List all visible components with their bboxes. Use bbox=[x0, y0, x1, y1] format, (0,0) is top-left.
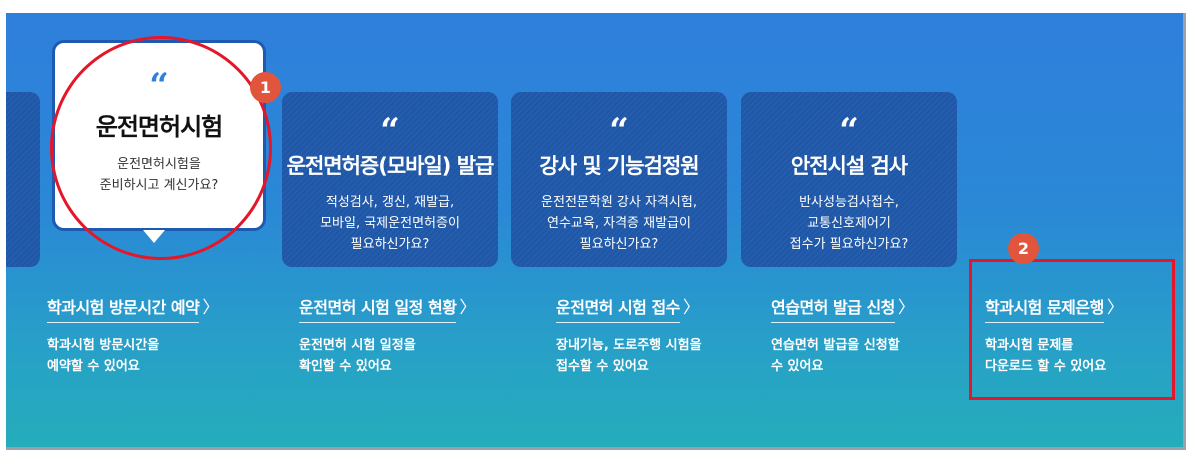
chevron-right-icon: 〉 bbox=[459, 298, 476, 318]
service-panel: “ 운전면허시험 운전면허시험을 준비하시고 계신가요? 1 “ 운전면허증(모… bbox=[6, 13, 1186, 450]
card-description: 운전전문학원 강사 자격시험, 연수교육, 자격증 재발급이 필요하신가요? bbox=[541, 195, 697, 252]
quote-icon: “ bbox=[149, 66, 169, 106]
chevron-right-icon: 〉 bbox=[897, 298, 915, 318]
link-description: 학과시험 방문시간을 예약할 수 있어요 bbox=[47, 338, 160, 374]
speech-bubble-tail bbox=[143, 230, 165, 243]
quote-icon: “ bbox=[609, 111, 629, 151]
card-title: 안전시설 검사 bbox=[790, 154, 908, 178]
quote-icon: “ bbox=[839, 111, 859, 151]
link-label: 운전면허 시험 일정 현황 bbox=[299, 298, 457, 323]
card-driving-license-exam[interactable]: “ 운전면허시험 운전면허시험을 준비하시고 계신가요? bbox=[52, 40, 266, 231]
link-learner-permit-application[interactable]: 연습면허 발급 신청〉 bbox=[771, 293, 915, 323]
highlight-box bbox=[969, 259, 1175, 400]
link-description: 장내기능, 도로주행 시험을 접수할 수 있어요 bbox=[556, 338, 702, 374]
link-description: 운전면허 시험 일정을 확인할 수 있어요 bbox=[299, 338, 416, 374]
card-title: 운전면허증(모바일) 발급 bbox=[286, 154, 495, 178]
card-description: 반사성능검사접수, 교통신호제어기 접수가 필요하신가요? bbox=[789, 195, 909, 252]
link-exam-schedule[interactable]: 운전면허 시험 일정 현황〉 bbox=[299, 293, 476, 323]
chevron-right-icon: 〉 bbox=[682, 298, 700, 318]
link-exam-registration[interactable]: 운전면허 시험 접수〉 bbox=[556, 293, 700, 323]
link-description: 학과시험 문제를 다운로드 할 수 있어요 bbox=[985, 338, 1107, 374]
card-description: 운전면허시험을 준비하시고 계신가요? bbox=[99, 157, 219, 193]
step-marker-2: 2 bbox=[1008, 233, 1039, 264]
card-title: 강사 및 기능검정원 bbox=[539, 154, 699, 178]
card-title: 운전면허시험 bbox=[95, 113, 223, 141]
card-safety-facility-inspection[interactable]: “ 안전시설 검사 반사성능검사접수, 교통신호제어기 접수가 필요하신가요? bbox=[741, 92, 957, 267]
link-label: 학과시험 문제은행 bbox=[985, 298, 1104, 323]
link-label: 연습면허 발급 신청 bbox=[771, 298, 895, 323]
step-marker-1: 1 bbox=[250, 72, 281, 103]
card-partial-left[interactable] bbox=[6, 92, 40, 267]
chevron-right-icon: 〉 bbox=[202, 298, 219, 318]
link-label: 운전면허 시험 접수 bbox=[556, 298, 680, 323]
link-written-test-visit-reservation[interactable]: 학과시험 방문시간 예약〉 bbox=[47, 293, 219, 323]
card-license-issuance[interactable]: “ 운전면허증(모바일) 발급 적성검사, 갱신, 재발급, 모바일, 국제운전… bbox=[282, 92, 498, 267]
link-label: 학과시험 방문시간 예약 bbox=[47, 298, 200, 323]
link-written-test-question-bank[interactable]: 학과시험 문제은행〉 bbox=[985, 293, 1124, 323]
card-instructor-examiner[interactable]: “ 강사 및 기능검정원 운전전문학원 강사 자격시험, 연수교육, 자격증 재… bbox=[511, 92, 727, 267]
chevron-right-icon: 〉 bbox=[1106, 298, 1124, 318]
card-description: 적성검사, 갱신, 재발급, 모바일, 국제운전면허증이 필요하신가요? bbox=[320, 195, 460, 252]
link-description: 연습면허 발급을 신청할 수 있어요 bbox=[771, 338, 900, 374]
quote-icon: “ bbox=[380, 111, 400, 151]
